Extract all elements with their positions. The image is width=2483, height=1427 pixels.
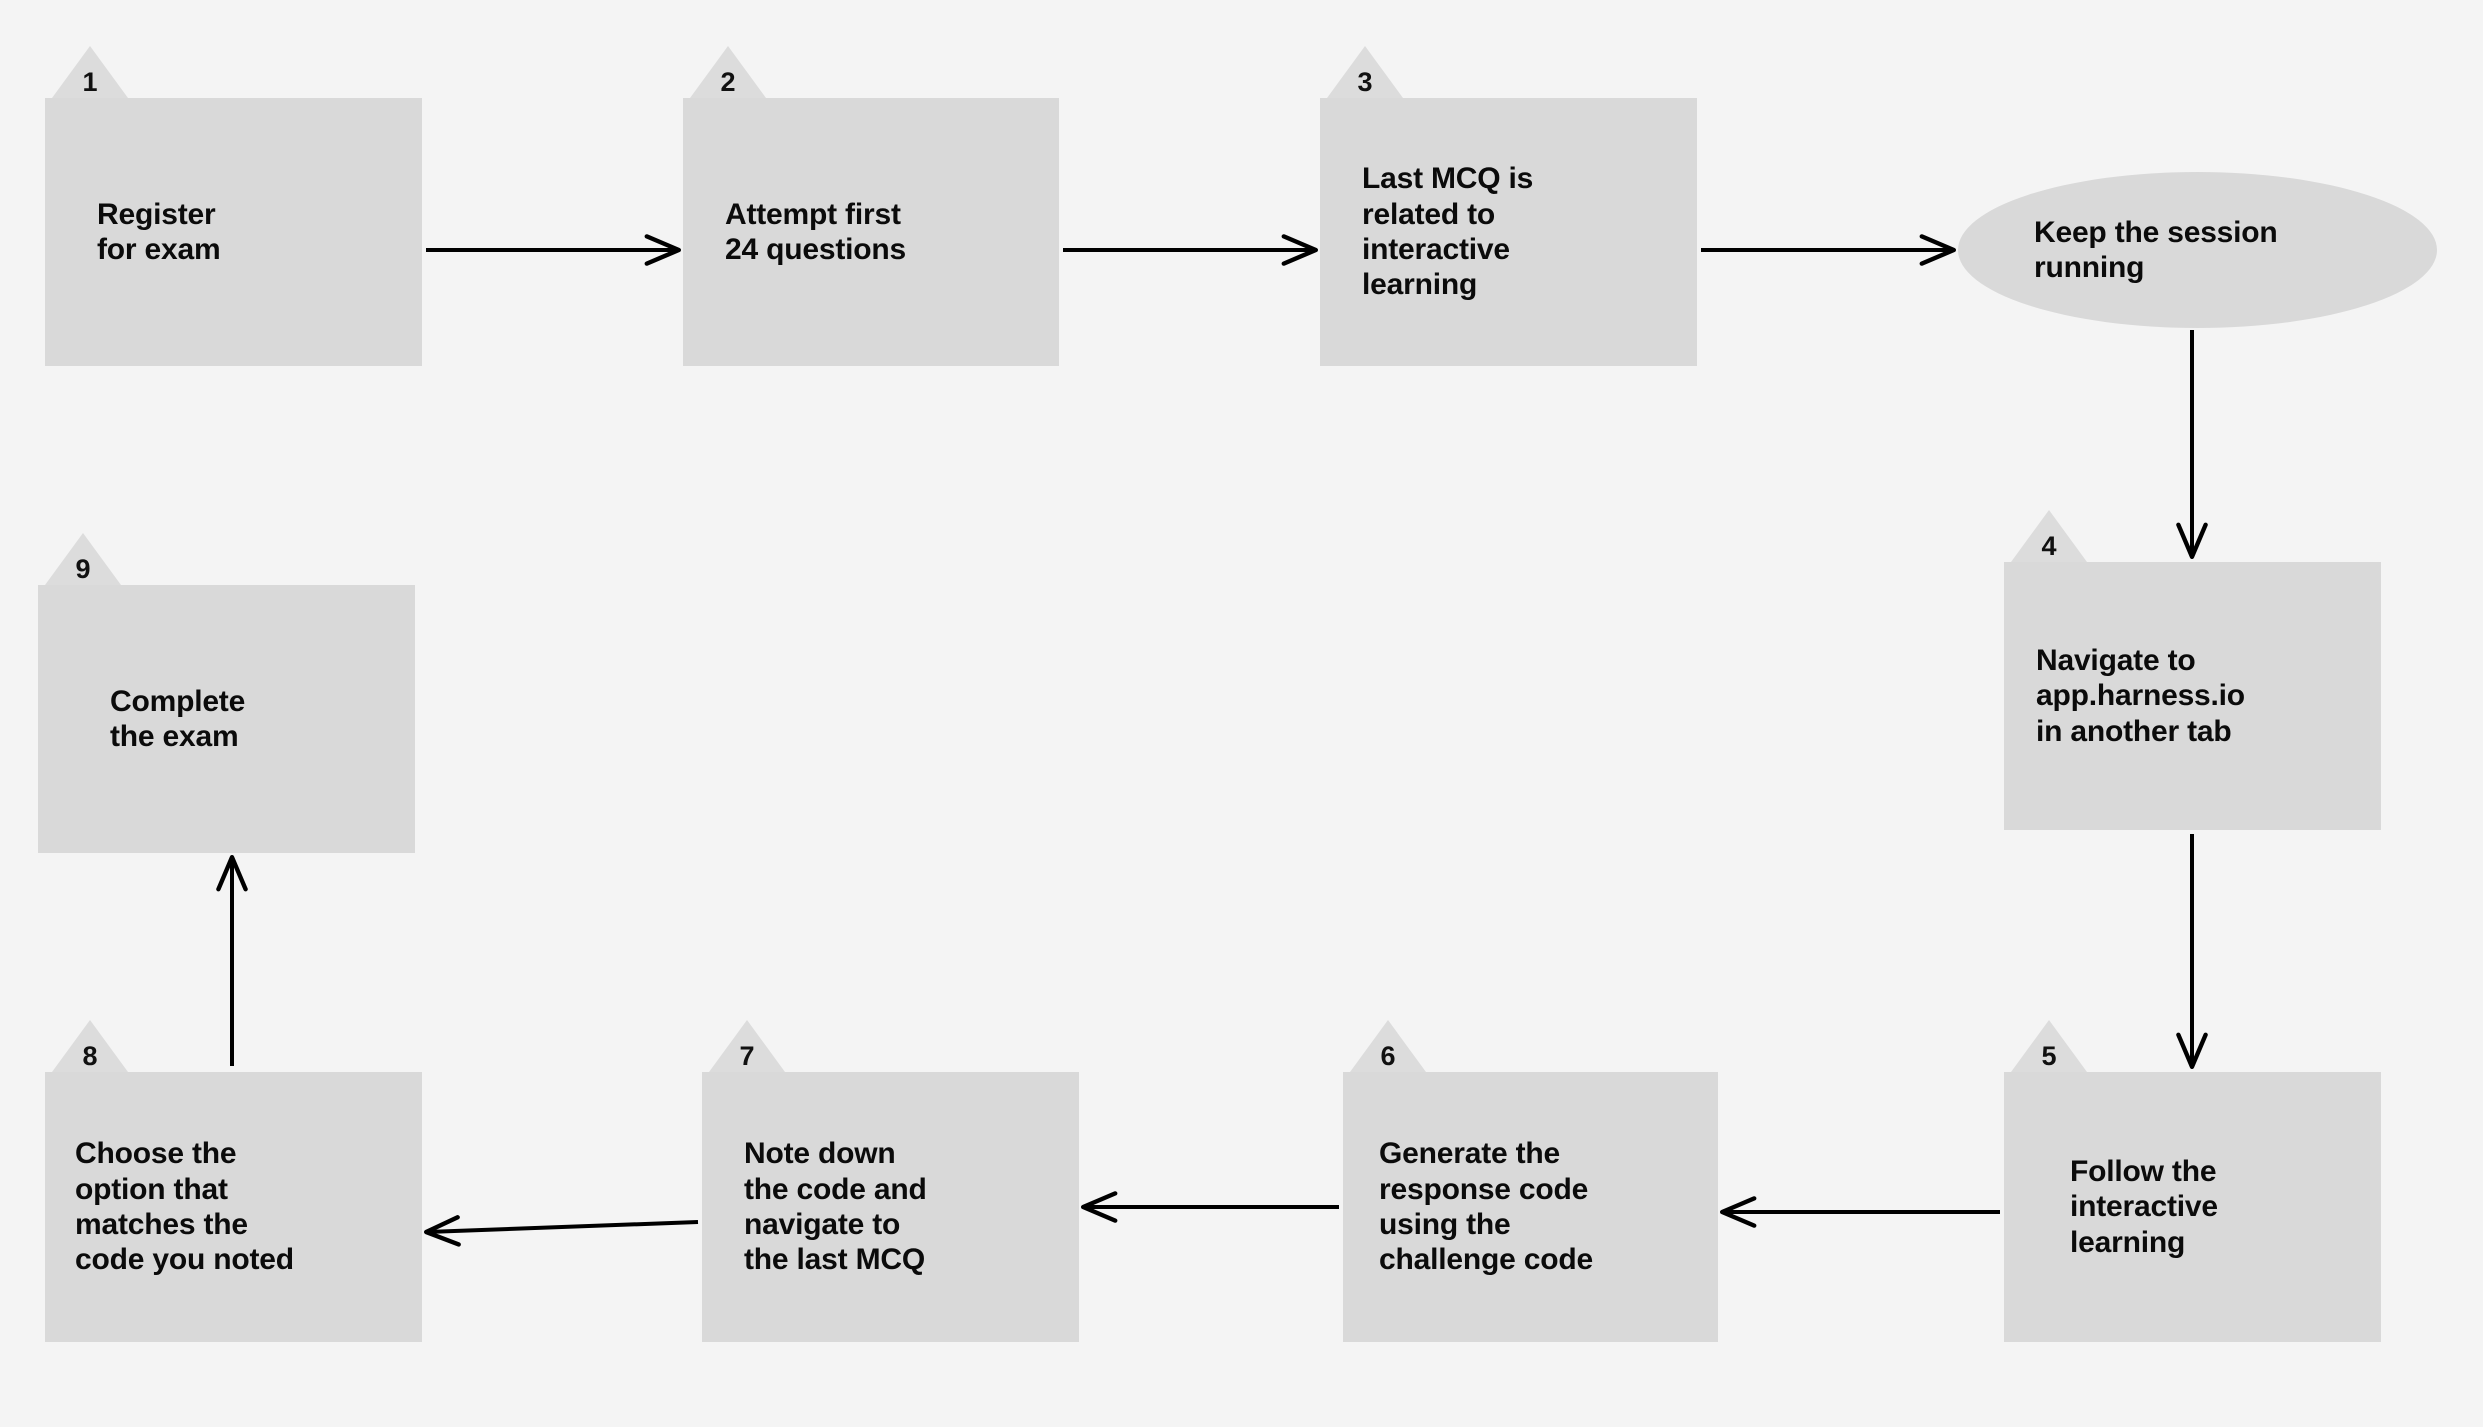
- flow-node-label: Last MCQ is related to interactive learn…: [1362, 162, 1534, 302]
- flow-node-n5[interactable]: Navigate to app.harness.io in another ta…: [2004, 562, 2381, 830]
- flow-node-step-number: 2: [720, 67, 736, 97]
- flow-node-step-badge: [1350, 1020, 1426, 1072]
- flow-node-step-number: 7: [739, 1041, 755, 1071]
- flow-node-n10[interactable]: Complete the exam: [38, 585, 415, 853]
- flow-node-n7[interactable]: Generate the response code using the cha…: [1343, 1072, 1718, 1342]
- flow-node-label: Choose the option that matches the code …: [75, 1137, 294, 1277]
- flow-node-n3[interactable]: Last MCQ is related to interactive learn…: [1320, 98, 1697, 366]
- flow-node-n8[interactable]: Note down the code and navigate to the l…: [702, 1072, 1079, 1342]
- flow-node-step-badge: [709, 1020, 785, 1072]
- flow-node-step-number: 6: [1380, 1041, 1396, 1071]
- flow-node-step-number: 5: [2041, 1041, 2057, 1071]
- flow-node-step-number: 1: [82, 67, 98, 97]
- flow-node-n6[interactable]: Follow the interactive learning: [2004, 1072, 2381, 1342]
- flow-node-n1[interactable]: Register for exam: [45, 98, 422, 366]
- flow-node-step-badge: [52, 46, 128, 98]
- flow-node-label: Navigate to app.harness.io in another ta…: [2036, 643, 2245, 748]
- flow-node-step-number: 8: [82, 1041, 98, 1071]
- flow-node-step-number: 3: [1357, 67, 1373, 97]
- flow-node-step-badge: [690, 46, 766, 98]
- flow-node-step-badge: [2011, 1020, 2087, 1072]
- flow-node-n2[interactable]: Attempt first 24 questions: [683, 98, 1059, 366]
- flow-node-step-badge: [45, 533, 121, 585]
- flow-node-label: Note down the code and navigate to the l…: [744, 1137, 927, 1277]
- flow-node-label: Complete the exam: [110, 684, 246, 753]
- flow-node-step-badge: [1327, 46, 1403, 98]
- flow-node-label: Generate the response code using the cha…: [1379, 1137, 1593, 1277]
- flow-node-label: Keep the session running: [2034, 215, 2278, 284]
- flow-node-step-number: 4: [2041, 531, 2057, 561]
- flow-node-label: Attempt first 24 questions: [725, 197, 906, 266]
- flow-node-n9[interactable]: Choose the option that matches the code …: [45, 1072, 422, 1342]
- flow-node-step-number: 9: [75, 554, 91, 584]
- flow-arrow-n8-to-n9: [424, 1215, 699, 1247]
- flow-node-label: Follow the interactive learning: [2070, 1154, 2218, 1259]
- flow-node-label: Register for exam: [97, 197, 221, 266]
- flow-node-n4[interactable]: Keep the session running: [1958, 172, 2437, 328]
- flow-node-step-badge: [2011, 510, 2087, 562]
- flow-node-step-badge: [52, 1020, 128, 1072]
